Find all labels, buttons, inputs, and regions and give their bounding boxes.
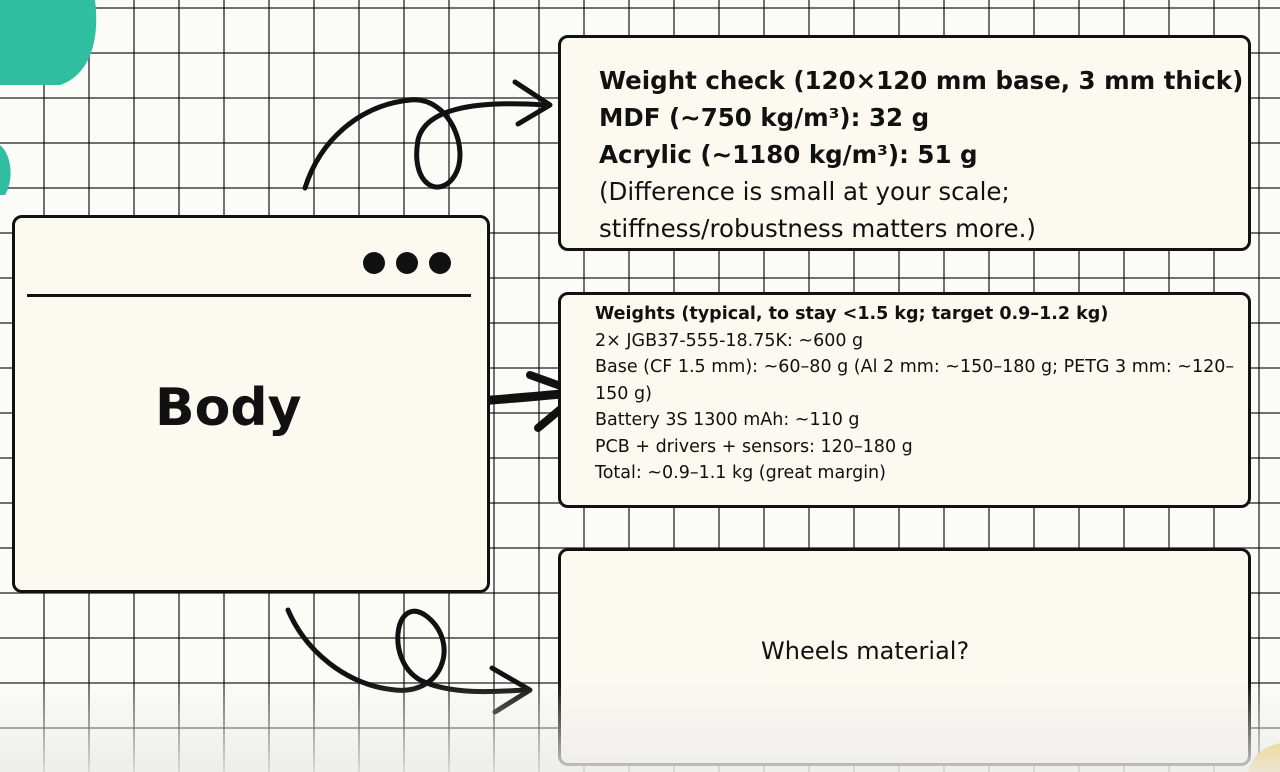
pcb-weight: PCB + drivers + sensors: 120–180 g xyxy=(595,436,913,457)
arrowhead-weight-check xyxy=(512,79,553,127)
body-window-card: Body xyxy=(12,215,490,593)
wheels-question: Wheels material? xyxy=(761,637,970,665)
arrow-to-wheels xyxy=(285,607,528,695)
weights-card: Weights (typical, to stay <1.5 kg; targe… xyxy=(558,292,1251,508)
weight-check-card: Weight check (120×120 mm base, 3 mm thic… xyxy=(558,35,1251,251)
difference-note-1: (Difference is small at your scale; xyxy=(599,177,1010,206)
difference-note-2: stiffness/robustness matters more.) xyxy=(599,214,1036,243)
wheels-card: Wheels material? xyxy=(558,548,1251,766)
total-weight: Total: ~0.9–1.1 kg (great margin) xyxy=(595,463,886,483)
base-weight-cont: 150 g) xyxy=(595,383,652,404)
mdf-weight: MDF (~750 kg/m³): 32 g xyxy=(599,103,930,132)
acrylic-weight: Acrylic (~1180 kg/m³): 51 g xyxy=(599,140,978,169)
battery-weight: Battery 3S 1300 mAh: ~110 g xyxy=(595,410,860,430)
weight-check-heading: Weight check (120×120 mm base, 3 mm thic… xyxy=(599,66,1244,95)
motor-weight: 2× JGB37-555-18.75K: ~600 g xyxy=(595,330,864,351)
dot-icon xyxy=(396,252,418,274)
title-bar-divider xyxy=(27,294,471,297)
body-title: Body xyxy=(155,378,302,438)
base-weight: Base (CF 1.5 mm): ~60–80 g (Al 2 mm: ~15… xyxy=(595,357,1235,377)
weights-heading: Weights (typical, to stay <1.5 kg; targe… xyxy=(595,304,1109,324)
window-dots-icon xyxy=(363,252,451,274)
arrow-to-weight-check xyxy=(302,97,548,191)
dot-icon xyxy=(429,252,451,274)
teal-decoration xyxy=(0,0,97,195)
dot-icon xyxy=(363,252,385,274)
